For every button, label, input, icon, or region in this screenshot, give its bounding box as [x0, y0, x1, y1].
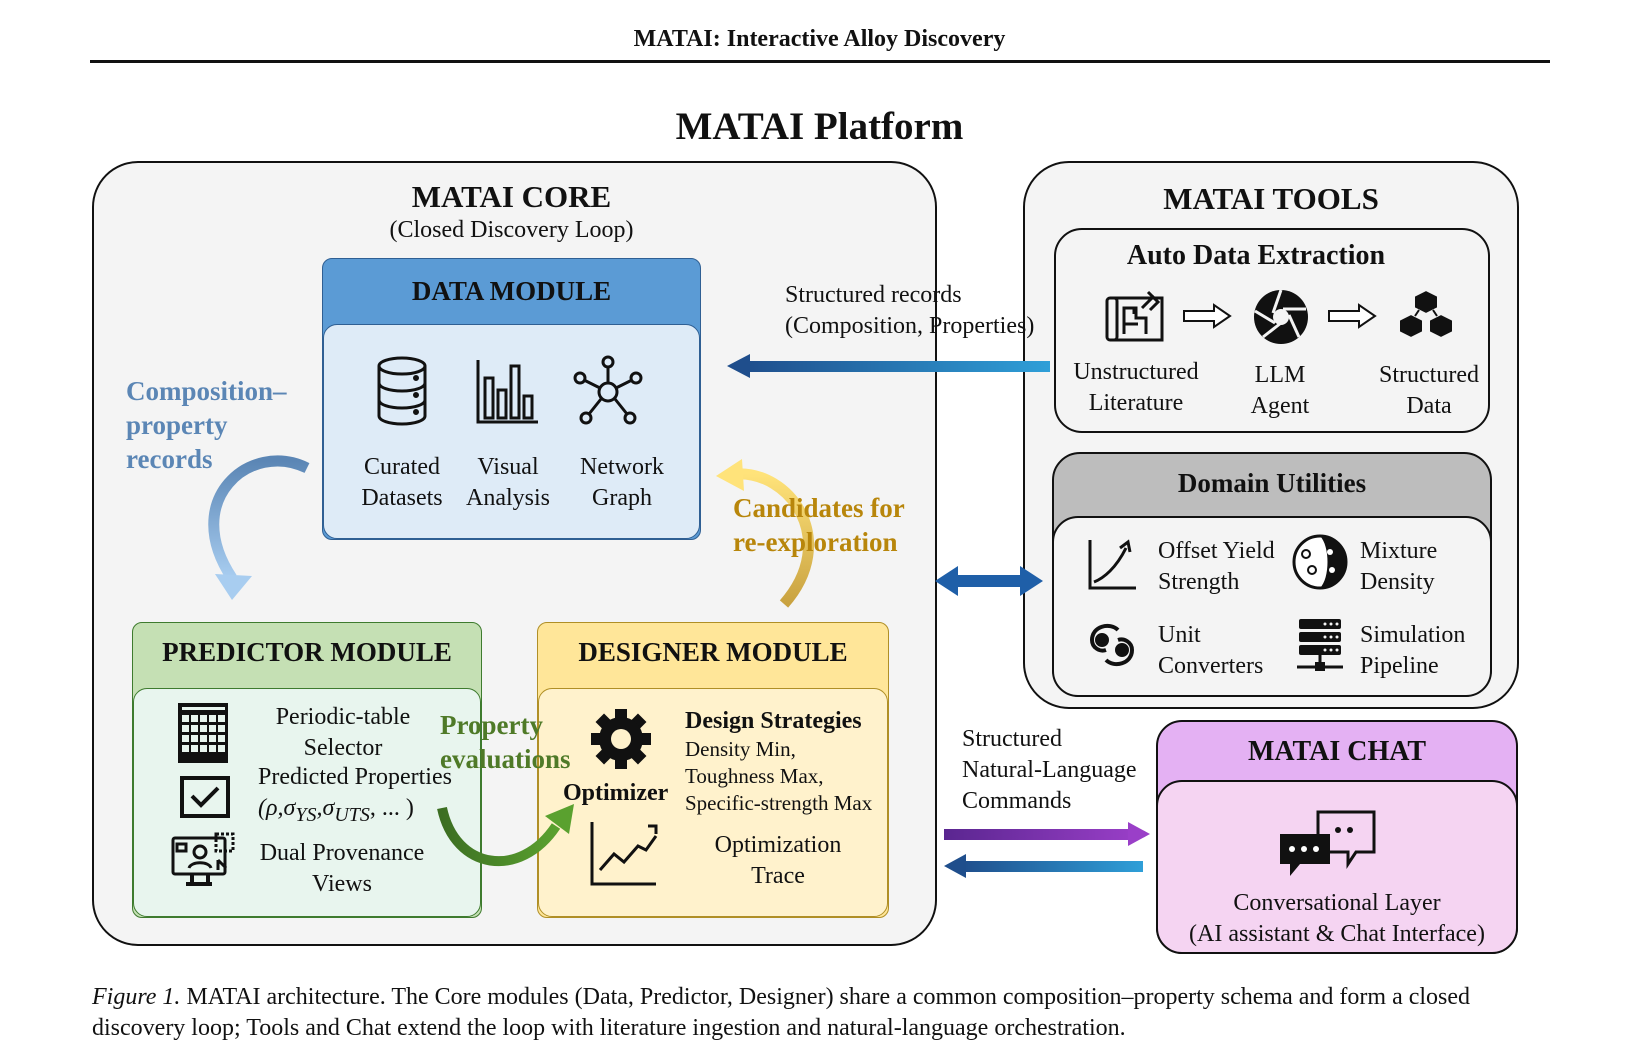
- unstructured-literature-label: Unstructured Literature: [1073, 359, 1199, 416]
- cubes-icon: [1398, 288, 1454, 340]
- figure-label: Figure 1.: [92, 984, 181, 1010]
- curated-datasets-label: Curated Datasets: [361, 454, 443, 511]
- tools-title: MATAI TOOLS: [1163, 181, 1379, 216]
- domain-utilities-body: [1052, 516, 1492, 697]
- provenance-monitor-icon: [171, 832, 235, 886]
- running-header: MATAI: Interactive Alloy Discovery: [633, 26, 1006, 52]
- auto-data-extraction-title: Auto Data Extraction: [1126, 240, 1386, 271]
- platform-title: MATAI Platform: [675, 105, 964, 148]
- figure-caption: Figure 1. MATAI architecture. The Core m…: [92, 982, 1562, 1044]
- periodic-table-icon: [178, 703, 228, 763]
- domain-utilities-title: Domain Utilities: [1177, 468, 1367, 498]
- composition-records-flow-label: Composition– property records: [126, 376, 287, 474]
- structured-records-label: Structured records (Composition, Propert…: [785, 282, 1035, 339]
- simulation-pipeline-label: Simulation Pipeline: [1360, 622, 1466, 679]
- converter-icon: [1089, 623, 1135, 667]
- network-graph-label: Network Graph: [580, 454, 664, 511]
- mixture-density-label: Mixture Density: [1360, 538, 1438, 595]
- mixture-circle-icon: [1292, 534, 1348, 590]
- domain-utilities-box: Domain Utilities: [1052, 452, 1492, 697]
- chat-panel: MATAI CHAT: [1156, 720, 1518, 954]
- predicted-properties-label: Predicted Properties (ρ,σYS,σUTS, ... ): [258, 762, 488, 831]
- arrow-right-icon: [1183, 303, 1232, 329]
- arrow-right-icon: [1328, 303, 1377, 329]
- nl-commands-label: Structured Natural-Language Commands: [962, 726, 1137, 814]
- bar-chart-icon: [476, 360, 538, 424]
- database-icon: [377, 356, 427, 426]
- optimization-trace-label: Optimization Trace: [714, 832, 842, 889]
- aperture-icon: [1254, 289, 1308, 344]
- header-rule: [90, 60, 1550, 63]
- predictor-module-title: PREDICTOR MODULE: [162, 637, 452, 667]
- chat-body: [1156, 780, 1518, 954]
- designer-module-title: DESIGNER MODULE: [578, 637, 848, 667]
- structured-data-label: Structured Data: [1379, 362, 1479, 419]
- core-subtitle: (Closed Discovery Loop): [389, 217, 634, 243]
- gear-icon: [591, 709, 651, 769]
- design-strategies-title: Design Strategies: [685, 708, 862, 734]
- periodic-table-selector-label: Periodic-table Selector: [275, 704, 411, 761]
- checkbox-icon: [180, 776, 230, 818]
- design-strategies-list: Density Min, Toughness Max, Specific-str…: [685, 737, 873, 815]
- property-symbols: (ρ,σYS,σUTS, ... ): [258, 795, 414, 826]
- optimizer-label: Optimizer: [563, 780, 669, 806]
- dual-provenance-views-label: Dual Provenance Views: [259, 840, 425, 897]
- core-title: MATAI CORE: [411, 179, 612, 214]
- property-evaluations-flow-label: Property evaluations: [440, 710, 571, 774]
- unit-converters-label: Unit Converters: [1158, 622, 1264, 679]
- designer-module-body: [538, 688, 888, 917]
- llm-agent-label: LLM Agent: [1250, 362, 1310, 419]
- trend-chart-icon: [590, 822, 658, 886]
- conversational-layer-label: Conversational Layer (AI assistant & Cha…: [1189, 890, 1485, 947]
- server-pipeline-icon: [1297, 619, 1343, 671]
- blueprint-document-icon: [1105, 290, 1164, 342]
- visual-analysis-label: Visual Analysis: [466, 454, 550, 511]
- offset-yield-strength-label: Offset Yield Strength: [1158, 538, 1275, 595]
- stress-strain-curve-icon: [1088, 539, 1136, 590]
- caption-text: MATAI architecture. The Core modules (Da…: [92, 984, 1471, 1041]
- chat-title: MATAI CHAT: [1247, 736, 1427, 767]
- designer-module: DESIGNER MODULE: [537, 622, 889, 918]
- chat-bubbles-icon: [1280, 810, 1376, 876]
- candidates-flow-label: Candidates for re-exploration: [733, 493, 905, 557]
- data-module-title: DATA MODULE: [411, 276, 612, 306]
- network-graph-icon: [573, 355, 643, 425]
